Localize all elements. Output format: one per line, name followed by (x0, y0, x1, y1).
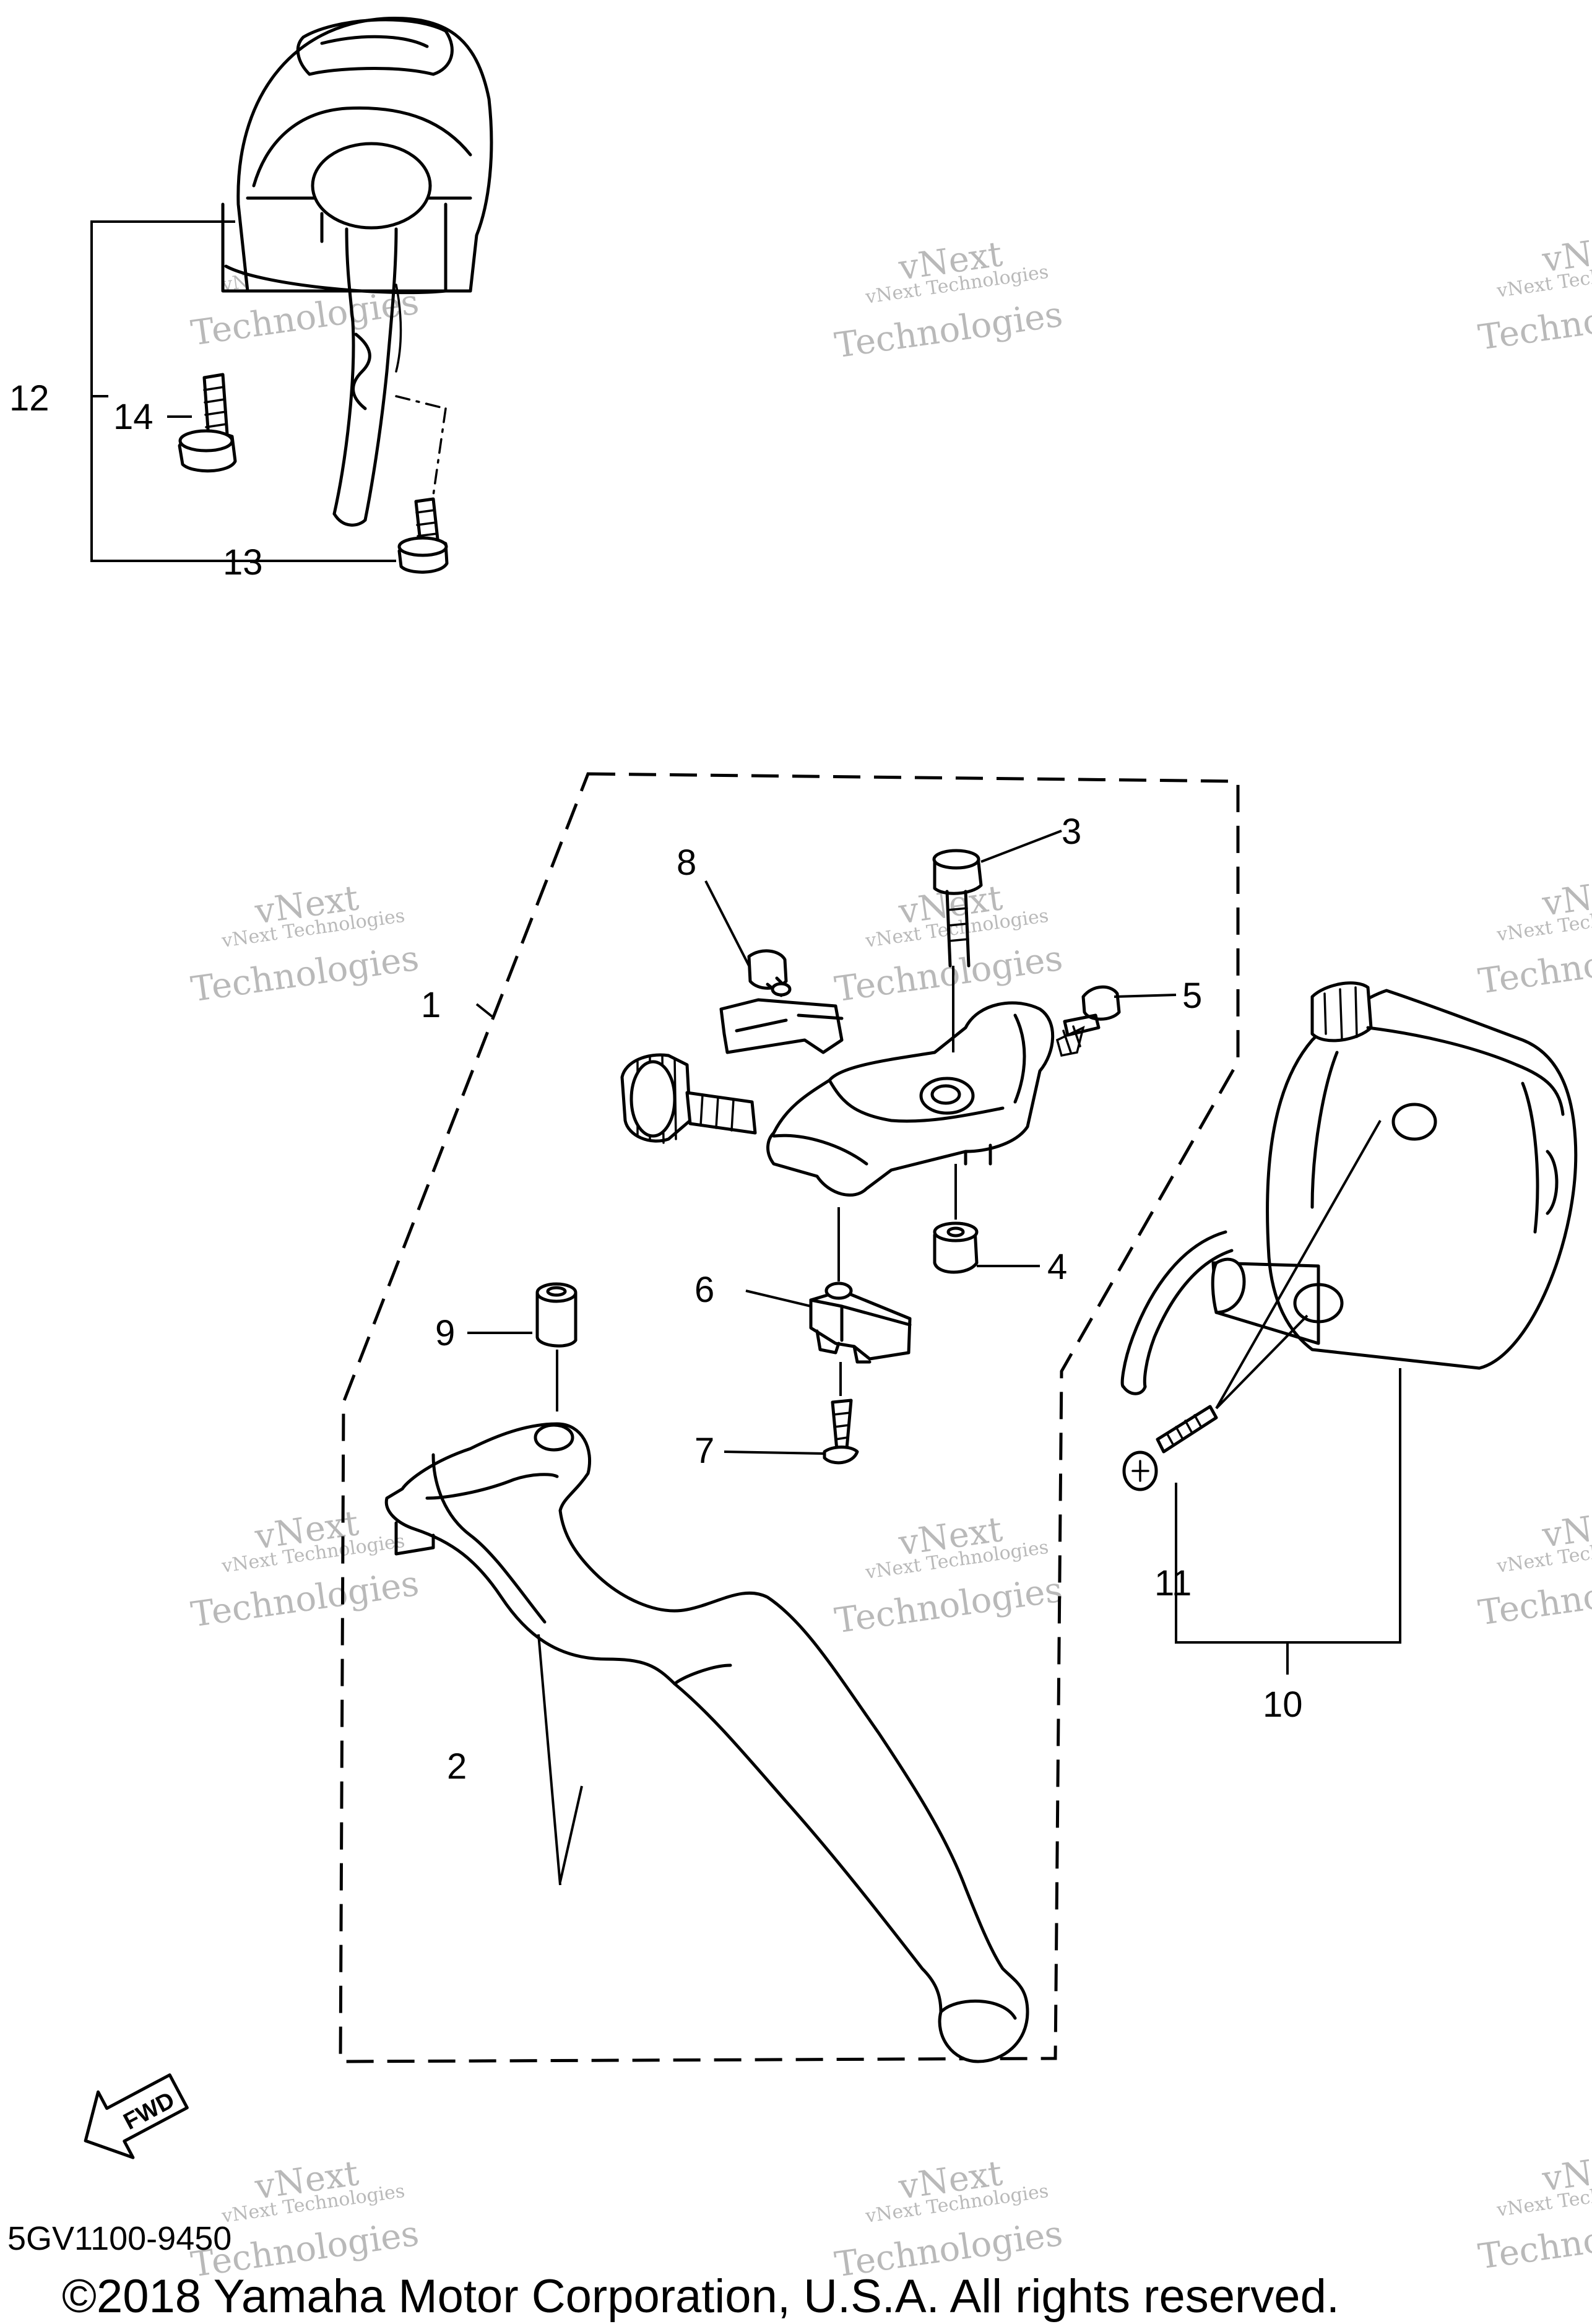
watermark: vNext Technologies Technologies vNext (1476, 226, 1592, 358)
svg-text:Technologies: Technologies (1476, 2206, 1592, 2278)
watermark: vNext Technologies Technologies vNext (1476, 2145, 1592, 2278)
callout-5: 5 (1182, 976, 1202, 1016)
callout-12: 12 (9, 378, 50, 418)
lever-holder (535, 849, 1121, 1465)
watermark: vNext Technologies Technologies vNext (189, 2153, 422, 2285)
watermark: vNext Technologies Technologies vNext (833, 1509, 1065, 1641)
watermark: vNext Technologies Technologies vNext (1476, 1501, 1592, 1634)
callout-14: 14 (113, 397, 154, 437)
watermark: vNext Technologies Technologies vNext (833, 234, 1065, 366)
svg-text:vNext: vNext (1539, 870, 1592, 924)
watermark: vNext Technologies Technologies vNext (189, 878, 422, 1010)
callout-13: 13 (223, 542, 263, 583)
callout-6: 6 (694, 1270, 714, 1310)
svg-text:vNext: vNext (1539, 2145, 1592, 2200)
svg-text:Technologies: Technologies (1476, 287, 1592, 358)
bracket-12 (90, 220, 396, 562)
callout-3: 3 (1062, 812, 1081, 852)
watermark: vNext Technologies Technologies vNext (833, 2153, 1065, 2285)
copyright-notice: ©2018 Yamaha Motor Corporation, U.S.A. A… (62, 2270, 1339, 2323)
callout-10: 10 (1263, 1684, 1303, 1725)
callout-2: 2 (447, 1746, 467, 1787)
callout-4: 4 (1047, 1247, 1067, 1287)
svg-text:vNext: vNext (1539, 1501, 1592, 1556)
handlebar-switch-assembly (178, 17, 493, 574)
callout-7: 7 (694, 1431, 714, 1471)
svg-text:vNext: vNext (1539, 226, 1592, 280)
callout-1: 1 (421, 985, 441, 1025)
watermark: vNext Technologies Technologies vNext (1476, 870, 1592, 1002)
svg-text:Technologies: Technologies (1476, 930, 1592, 1002)
fwd-arrow: FWD (84, 2073, 189, 2159)
group-boundary-1 (339, 772, 1240, 2063)
switch-housing-10 (1120, 981, 1578, 1491)
callout-9: 9 (435, 1313, 455, 1353)
leader-lines (467, 830, 1177, 1886)
callout-11: 11 (1154, 1563, 1192, 1603)
clutch-lever (384, 1422, 1029, 2063)
bracket-10 (1175, 1368, 1401, 1675)
callout-8: 8 (677, 843, 696, 883)
svg-text:Technologies: Technologies (1476, 1562, 1592, 1634)
watermark: vNext Technologies Technologies vNext (189, 1503, 422, 1635)
part-code: 5GV1100-9450 (7, 2220, 231, 2257)
callout-labels: 1 2 3 4 5 6 7 8 9 10 11 12 13 14 (9, 378, 1303, 1787)
